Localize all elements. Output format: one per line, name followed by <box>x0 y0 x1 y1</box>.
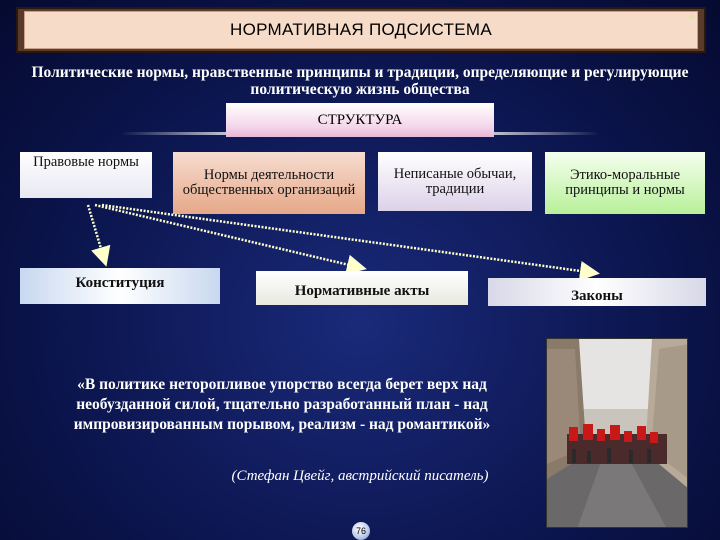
page-number: 76 <box>352 522 370 540</box>
quote-author: (Стефан Цвейг, австрийский писатель) <box>231 468 489 484</box>
category-customs: Неписаные обычаи, традиции <box>378 152 532 211</box>
form-label: Нормативные акты <box>294 283 430 299</box>
category-organization-norms: Нормы деятельности общественных организа… <box>173 152 365 214</box>
form-label: Конституция <box>75 275 165 291</box>
form-constitution: Конституция <box>20 268 220 304</box>
category-label: Нормы деятельности общественных организа… <box>182 167 356 198</box>
category-ethics: Этико-моральные принципы и нормы <box>545 152 705 214</box>
category-label: Правовые нормы <box>33 154 139 170</box>
structure-banner: СТРУКТУРА <box>226 103 494 137</box>
arrow-to-laws <box>101 203 600 281</box>
page-title: НОРМАТИВНАЯ ПОДСИСТЕМА <box>24 11 698 49</box>
form-label: Законы <box>571 288 623 304</box>
category-label: Этико-моральные принципы и нормы <box>565 167 685 198</box>
category-label: Неписаные обычаи, традиции <box>393 165 517 197</box>
sparkle-icon: ✦ <box>686 10 698 26</box>
form-normative-acts: Нормативные акты <box>256 271 468 305</box>
subtitle: Политические нормы, нравственные принцип… <box>31 64 689 98</box>
arrow-to-constitution <box>86 204 111 267</box>
quote-text: «В политике неторопливое упорство всегда… <box>73 376 491 433</box>
category-legal-norms: Правовые нормы <box>20 152 152 198</box>
form-laws: Законы <box>488 278 706 306</box>
arrow-to-acts <box>94 203 367 275</box>
demonstration-photo <box>546 338 688 528</box>
